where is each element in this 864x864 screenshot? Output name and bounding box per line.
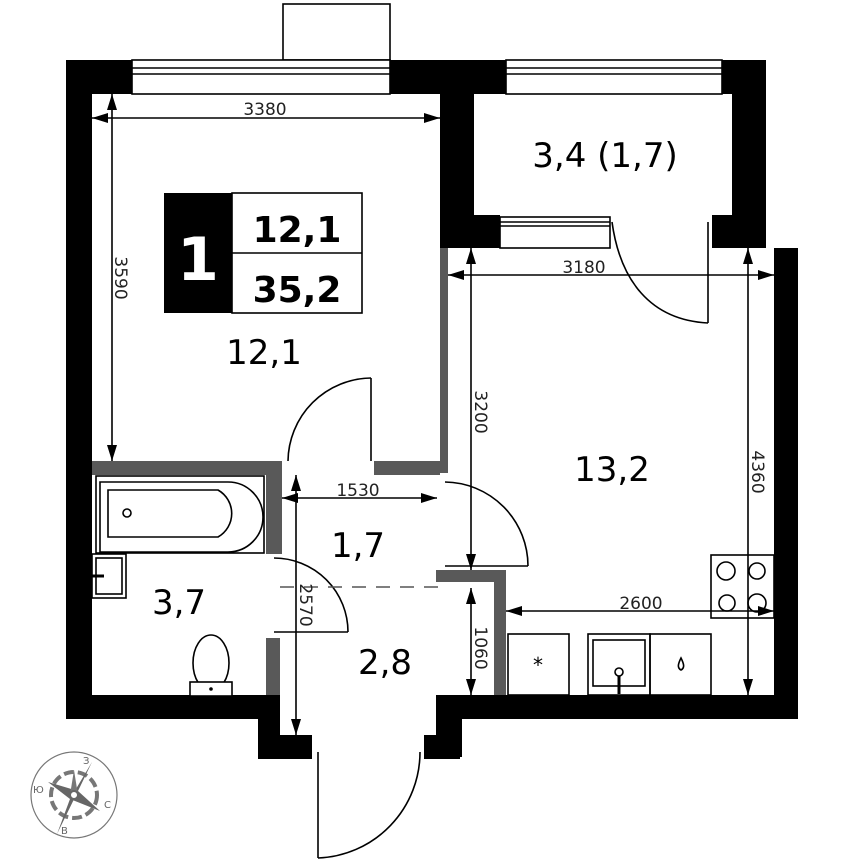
kitchen-fridge-icon: * <box>507 633 570 696</box>
room-area-bedroom: 12,1 <box>226 333 302 373</box>
compass-west: З <box>83 756 89 767</box>
dim-kitchen-depth-right: 4360 <box>747 450 767 493</box>
dim-corridor-length: 2570 <box>295 583 315 626</box>
partitions <box>92 248 506 695</box>
compass-south: Ю <box>33 785 44 796</box>
dimension-lines <box>92 94 774 735</box>
room-area-balcony: 3,4 (1,7) <box>532 136 677 176</box>
badge-living-area: 12,1 <box>253 210 342 251</box>
room-area-entrance: 2,8 <box>358 643 412 683</box>
room-area-hall: 1,7 <box>331 526 385 566</box>
toilet-icon <box>189 634 233 697</box>
dim-bedroom-width: 3380 <box>243 100 286 120</box>
kitchen-sink-icon <box>587 633 651 696</box>
badge-total-area: 35,2 <box>253 270 342 311</box>
ac-unit-box <box>282 3 391 61</box>
window-balcony <box>505 59 723 95</box>
dim-kitchen-depth-left: 3200 <box>470 390 490 433</box>
door-bedroom <box>287 377 372 462</box>
kitchen-cabinet-icon <box>649 633 712 696</box>
exterior-walls <box>66 60 798 759</box>
compass-north: С <box>104 800 111 811</box>
bathtub-icon <box>95 475 265 554</box>
window-balcony-door <box>499 216 611 249</box>
dim-bedroom-length: 3590 <box>110 256 130 299</box>
door-balcony <box>611 221 709 324</box>
dim-kitchen-niche: 1060 <box>470 626 490 669</box>
dim-kitchen-counter: 2600 <box>619 594 662 614</box>
svg-text:*: * <box>533 653 543 677</box>
door-kitchen <box>444 481 529 567</box>
window-bedroom <box>131 59 391 95</box>
dim-kitchen-width: 3180 <box>562 258 605 278</box>
compass-icon: З Ю С В <box>30 751 118 839</box>
dim-hall-width: 1530 <box>336 481 379 501</box>
badge-rooms-count: 1 <box>177 225 219 295</box>
door-entrance <box>317 751 421 859</box>
room-area-kitchen-living: 13,2 <box>574 450 650 490</box>
door-bathroom <box>273 557 349 633</box>
sink-icon <box>91 553 127 599</box>
compass-east: В <box>61 826 68 837</box>
room-area-bathroom: 3,7 <box>152 583 206 623</box>
apartment-badge: 1 12,1 35,2 <box>164 192 363 314</box>
